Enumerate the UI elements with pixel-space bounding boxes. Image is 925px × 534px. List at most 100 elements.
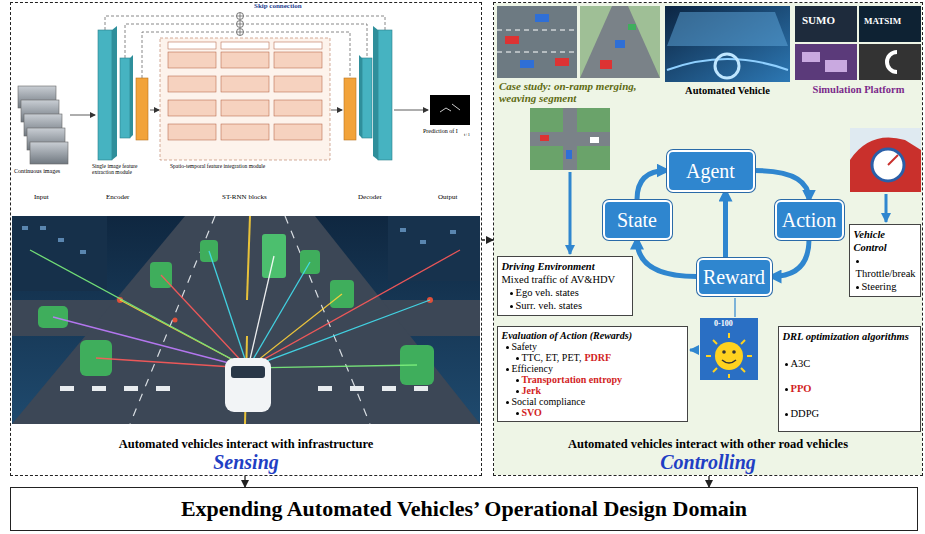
stage-label: Decoder — [358, 194, 382, 202]
text-line: State — [617, 209, 657, 231]
text-line: Automated vehicles interact with infrast… — [119, 434, 374, 452]
node-text: Safety — [512, 341, 538, 352]
reward-leader — [734, 298, 735, 317]
bullet-dot — [785, 363, 788, 366]
text-line: Reward — [703, 266, 765, 288]
node-text: TTC, ET, PET, — [522, 352, 582, 363]
text-line: Automated vehicles interact with other r… — [568, 434, 848, 452]
controlling-panel: Automated vehicles interact with other r… — [493, 2, 923, 476]
node-text: DDPG — [791, 408, 820, 419]
case-study-picture — [497, 6, 660, 78]
sensing-panel: Automated vehicles interact with infrast… — [10, 2, 482, 476]
bullet-dot — [856, 286, 859, 289]
bullet-dot — [856, 260, 859, 263]
node-text: Jerk — [522, 385, 541, 396]
agent-box: Agent — [667, 150, 755, 192]
text-line: Transportation entropy — [502, 374, 683, 385]
bullet-dot — [506, 346, 509, 349]
node-text: Efficiency — [512, 363, 553, 374]
domain-banner: Expending Automated Vehicles’ Operationa… — [10, 487, 918, 531]
reward-score-picture — [700, 318, 758, 380]
bullet-dot — [516, 357, 519, 360]
bullet-dot — [785, 413, 788, 416]
algorithm-box: DRL optimization algorithmsA3C PPO DDPG — [778, 326, 921, 432]
node-text: Ego veh. states — [516, 287, 579, 298]
flow-connector — [708, 476, 709, 487]
text-line: Safety — [502, 341, 683, 352]
node-text: Transportation entropy — [522, 374, 622, 385]
street-scene — [12, 216, 480, 424]
node-text: Automated vehicles interact with infrast… — [119, 437, 374, 451]
node-text: Mixed traffic of AV&HDV — [502, 274, 616, 285]
bullet-dot — [516, 390, 519, 393]
node-text: Automated vehicles interact with other r… — [568, 437, 848, 451]
flow-connector — [637, 171, 667, 200]
text-line: Surr. veh. states — [502, 299, 628, 312]
picture-caption: Simulation Platform — [795, 84, 922, 96]
node-text: Surr. veh. states — [516, 300, 583, 311]
flow-connector — [723, 192, 728, 258]
node-text: Action — [782, 209, 836, 231]
text-line: Driving Environment — [502, 260, 628, 273]
flow-connector — [482, 239, 493, 240]
node-text: Evaluation of Action (Rewards) — [502, 330, 632, 341]
node-text: Vehicle Control — [854, 229, 887, 253]
bullet-dot — [785, 388, 788, 391]
node-text: Throttle/break — [856, 268, 916, 279]
bullet-dot — [516, 412, 519, 415]
text-line: Action — [782, 209, 836, 231]
node-text: State — [617, 209, 657, 231]
vehicle-control-picture — [850, 128, 921, 192]
node-text: Driving Environment — [502, 261, 595, 272]
node-text: SVO — [522, 407, 542, 418]
text-line: Throttle/break — [854, 254, 916, 280]
automated-vehicle-picture — [665, 6, 790, 82]
node-text: Social compliance — [512, 396, 586, 407]
node-text: Reward — [703, 266, 765, 288]
node-text: PDRF — [584, 352, 611, 363]
stage-label: Encoder — [106, 194, 129, 202]
logo-text: SUMO — [802, 14, 835, 26]
bullet-dot — [510, 292, 513, 295]
text-line: DDPG — [783, 407, 916, 420]
node-text: Steering — [862, 281, 897, 292]
simulation-platform-picture — [795, 6, 921, 80]
node-text: DRL optimization algorithms — [783, 331, 909, 342]
text-line: Vehicle Control — [854, 228, 916, 254]
environment-box: Driving EnvironmentMixed traffic of AV&H… — [497, 256, 633, 316]
node-text: Expending Automated Vehicles’ Operationa… — [181, 496, 747, 521]
picture-caption: Automated Vehicle — [665, 85, 790, 97]
text-line: Agent — [686, 160, 735, 182]
text-line: PPO — [783, 382, 916, 395]
state-box: State — [603, 200, 672, 240]
bullet-dot — [510, 305, 513, 308]
text-line: Steering — [854, 280, 916, 293]
module-label: Single image feature extraction module — [92, 163, 154, 175]
action-box: Action — [775, 200, 844, 240]
text-line: Controlling — [660, 452, 756, 473]
flow-connector — [637, 240, 697, 277]
flow-connector — [772, 240, 810, 277]
node-text: PPO — [791, 383, 812, 394]
text-line: SVO — [502, 407, 683, 418]
node-text: A3C — [791, 358, 811, 369]
reward-box: Reward — [697, 258, 772, 296]
text-line: Sensing — [213, 452, 279, 473]
control-box: Vehicle ControlThrottle/breakSteering — [849, 224, 921, 297]
stage-label: Output — [438, 194, 457, 202]
picture-caption: Case study: on-ramp merging, weaving seg… — [499, 80, 659, 104]
text-line: Ego veh. states — [502, 286, 628, 299]
node-text: Sensing — [213, 451, 279, 473]
text-line: Social compliance — [502, 396, 683, 407]
node-text: Controlling — [660, 451, 756, 473]
bullet-dot — [516, 379, 519, 382]
text-line: A3C — [783, 357, 916, 370]
reward-evaluation-box: Evaluation of Action (Rewards)SafetyTTC,… — [497, 326, 688, 422]
network-figure — [18, 13, 470, 165]
flow-connector — [755, 171, 810, 200]
score-label: 0-100 — [714, 320, 733, 329]
